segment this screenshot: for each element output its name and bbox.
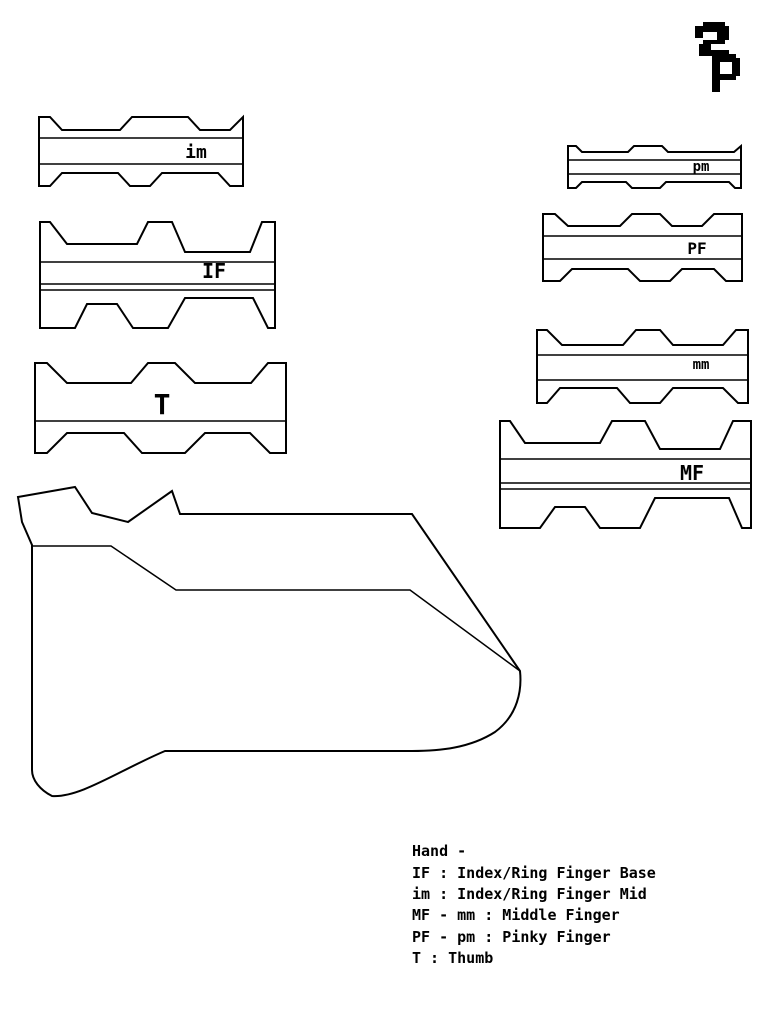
part-im: im — [38, 114, 244, 187]
logo-2p: 2P — [0, 0, 740, 92]
part-hand-palm — [16, 485, 522, 798]
part-T: T — [34, 362, 287, 454]
legend: Hand - IF : Index/Ring Finger Base im : … — [412, 842, 656, 967]
part-MF: MF — [499, 420, 752, 529]
part-mm: mm — [536, 329, 749, 404]
part-label-im: im — [185, 142, 207, 163]
part-PF: PF — [542, 213, 743, 282]
part-label-PF: PF — [687, 239, 706, 258]
part-label-IF: IF — [202, 259, 226, 283]
legend-line-3: MF - mm : Middle Finger — [412, 906, 620, 924]
part-label-MF: MF — [680, 461, 704, 485]
part-label-mm: mm — [693, 357, 710, 373]
legend-line-2: im : Index/Ring Finger Mid — [412, 885, 647, 903]
part-label-pm: pm — [693, 159, 710, 175]
legend-line-1: IF : Index/Ring Finger Base — [412, 864, 656, 882]
legend-heading: Hand - — [412, 842, 466, 860]
part-pm: pm — [567, 143, 742, 189]
part-IF: IF — [39, 221, 276, 329]
legend-line-5: T : Thumb — [412, 949, 493, 967]
legend-line-4: PF - pm : Pinky Finger — [412, 928, 611, 946]
logo-text: 2P — [0, 0, 2, 1]
part-label-T: T — [154, 388, 171, 421]
